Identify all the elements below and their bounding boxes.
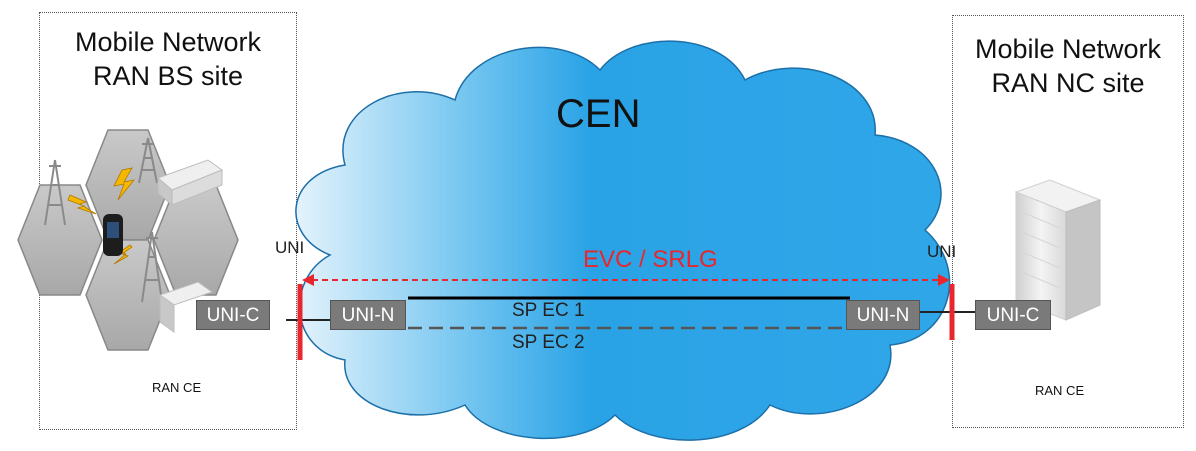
uni-c-left-box: UNI-C [196, 300, 270, 330]
right-site-title-line2: RAN NC site [991, 68, 1145, 98]
cen-cloud [295, 40, 951, 441]
cell-tower-icons [44, 137, 163, 303]
sp-ec-2-label: SP EC 2 [512, 332, 585, 353]
uni-n-right-box: UNI-N [846, 300, 920, 330]
right-site-title-line1: Mobile Network [974, 34, 1162, 64]
right-site-box: Mobile Network RAN NC site [952, 15, 1184, 428]
uni-n-left-box: UNI-N [330, 300, 406, 330]
evc-arrow [302, 274, 950, 286]
uni-left-label: UNI [275, 238, 305, 257]
ran-nc-server-icon [1014, 179, 1102, 321]
evc-srlg-label: EVC / SRLG [583, 246, 718, 273]
ran-ce-left-equipment-icon [158, 281, 214, 333]
sp-ec-1-label: SP EC 1 [512, 300, 585, 321]
left-site-title-line2: RAN BS site [92, 61, 244, 91]
left-site-title-line1: Mobile Network [74, 27, 262, 57]
uni-right-label: UNI [927, 242, 957, 261]
mobile-phone-icon [103, 214, 123, 256]
uni-c-right-box: UNI-C [975, 300, 1051, 330]
cen-label: CEN [556, 92, 641, 136]
ran-ce-right-label: RAN CE [1035, 383, 1085, 398]
base-station-icon [157, 159, 224, 207]
ran-ce-left-label: RAN CE [152, 380, 202, 395]
